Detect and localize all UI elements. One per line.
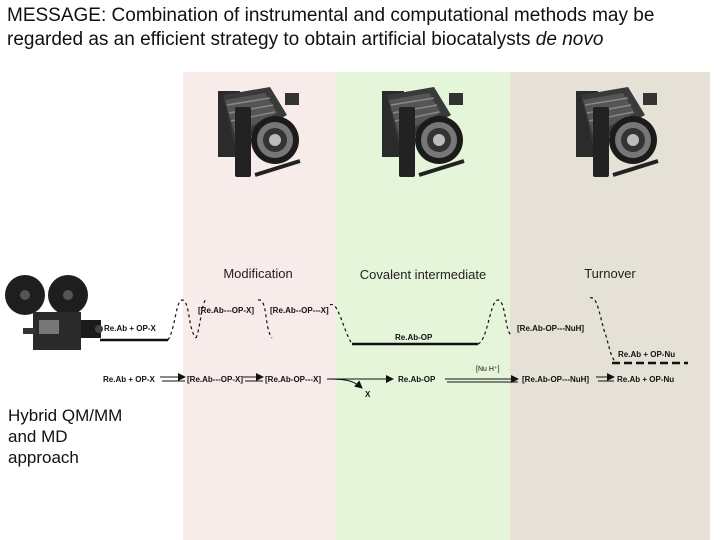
approach-line-3: approach [8, 448, 79, 467]
barrier-3 [477, 299, 513, 345]
title-italic: de novo [535, 29, 604, 50]
page-title: MESSAGE: Combination of instrumental and… [7, 4, 713, 52]
profile-label-reactants: Re.Ab + OP-X [104, 324, 156, 333]
barrier-2 [329, 304, 353, 345]
stage-label-modification: Modification [223, 266, 293, 281]
stage-label-covalent-intermediate: Covalent intermediate [359, 267, 487, 282]
scheme-label-nucleophile: [Nu H⁺] [476, 366, 500, 373]
band-turnover [510, 72, 710, 540]
folding-camera-icon [218, 87, 301, 177]
approach-label: Hybrid QM/MM and MD approach [8, 405, 158, 468]
profile-label-products: Re.Ab + OP-Nu [618, 350, 675, 359]
scheme-label-complex3: [Re.Ab-OP---NuH] [522, 375, 589, 384]
scheme-label-products: Re.Ab + OP-Nu [617, 375, 674, 384]
profile-label-ts1: [Re.Ab---OP-X] [198, 306, 254, 315]
folding-camera-icon [382, 87, 465, 177]
scheme-label-reactants: Re.Ab + OP-X [103, 375, 155, 384]
scheme-label-complex1: [Re.Ab---OP-X] [187, 375, 243, 384]
title-text: MESSAGE: Combination of instrumental and… [7, 5, 655, 50]
barrier-1 [167, 299, 197, 341]
approach-line-2: and MD [8, 427, 68, 446]
folding-camera-icon [576, 87, 659, 177]
scheme-label-complex2: [Re.Ab-OP---X] [265, 375, 321, 384]
scheme-label-leaving: X [365, 390, 371, 399]
profile-label-ts2: [Re.Ab-OP---NuH] [517, 324, 584, 333]
scheme-arrows [160, 373, 615, 389]
barrier-4 [589, 297, 619, 364]
film-camera-icon [5, 275, 103, 350]
stage-label-turnover: Turnover [584, 266, 636, 281]
profile-label-intermediate: Re.Ab-OP [395, 333, 433, 342]
profile-label-ts1b: [Re.Ab--OP---X] [270, 306, 329, 315]
energy-profile [100, 297, 688, 365]
scheme-label-intermediate: Re.Ab-OP [398, 375, 436, 384]
approach-line-1: Hybrid QM/MM [8, 406, 123, 425]
